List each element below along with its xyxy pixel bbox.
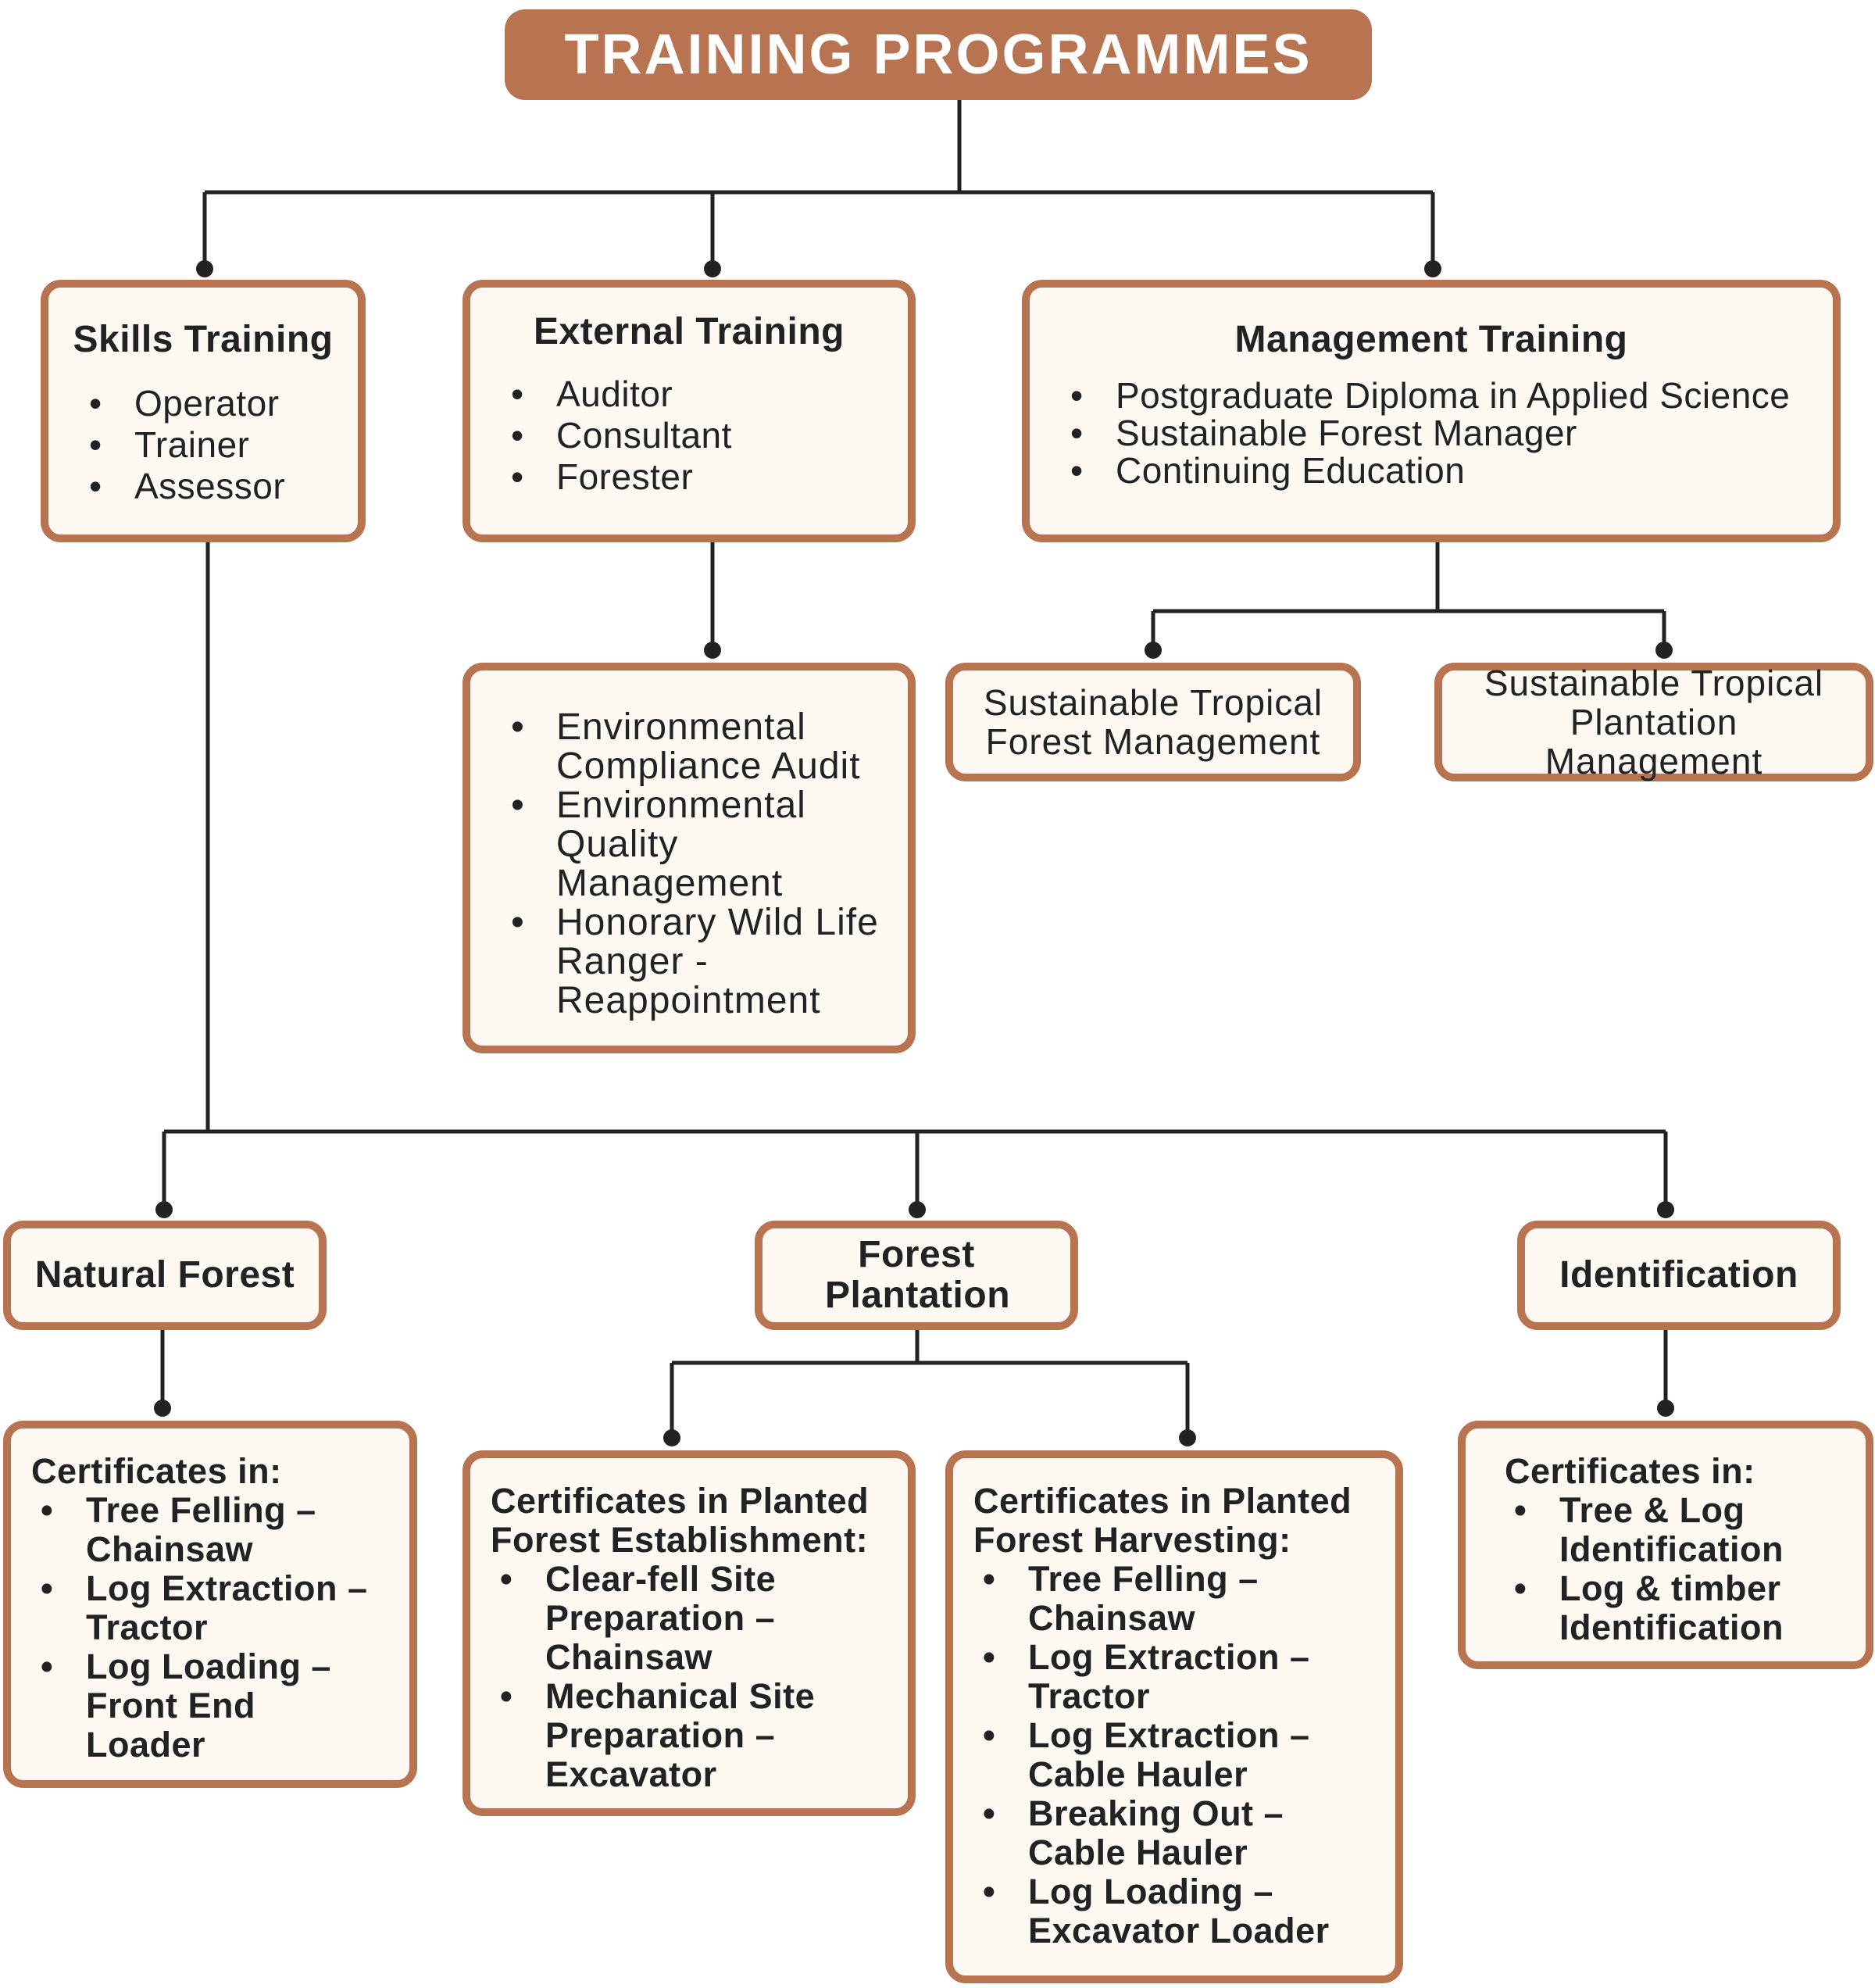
list-item: Consultant [502, 415, 732, 456]
list-item: Log Loading – Front End Loader [31, 1647, 383, 1765]
list-item: Trainer [80, 424, 285, 466]
connector-dot [663, 1429, 680, 1446]
connector-dot [1655, 642, 1673, 659]
identification-certificates-box: Certificates in: Tree & Log Identificati… [1458, 1421, 1873, 1669]
identification-title: Identification [1559, 1254, 1798, 1296]
connector-dot [909, 1201, 926, 1218]
list-item: Log Extraction – Cable Hauler [973, 1716, 1325, 1794]
list-item: Tree Felling – Chainsaw [31, 1491, 344, 1569]
diagram-title-text: TRAINING PROGRAMMES [564, 23, 1312, 86]
external-training-list: Auditor Consultant Forester [502, 374, 732, 498]
establishment-list: Clear-fell Site Preparation – Chainsaw M… [491, 1560, 897, 1794]
connector-dot [1657, 1201, 1674, 1218]
list-item: Log Extraction – Tractor [31, 1569, 383, 1647]
list-item: Breaking Out – Cable Hauler [973, 1794, 1325, 1872]
external-training-box: External Training Auditor Consultant For… [462, 280, 916, 542]
list-item: Tree & Log Identification [1505, 1491, 1841, 1569]
list-item: Mechanical Site Preparation – Excavator [491, 1677, 889, 1794]
sustainable-plantation-management-box: Sustainable Tropical Plantation Manageme… [1434, 663, 1873, 781]
list-item: Assessor [80, 466, 285, 507]
natural-forest-cert-list: Tree Felling – Chainsaw Log Extraction –… [31, 1491, 406, 1765]
natural-forest-box: Natural Forest [3, 1221, 327, 1330]
list-item: Sustainable Forest Manager [1061, 414, 1790, 452]
management-training-box: Management Training Postgraduate Diploma… [1022, 280, 1841, 542]
identification-box: Identification [1517, 1221, 1841, 1330]
list-item: Operator [80, 383, 285, 424]
connector-dot [196, 260, 213, 277]
list-item: Forester [502, 456, 732, 498]
connector-dot [1145, 642, 1162, 659]
forest-plantation-title: Forest Plantation [825, 1234, 1011, 1316]
management-training-title: Management Training [1234, 319, 1628, 360]
connector-dot [1179, 1429, 1196, 1446]
connector-dot [155, 1201, 173, 1218]
identification-cert-list: Tree & Log Identification Log & timber I… [1505, 1491, 1864, 1647]
list-item: Postgraduate Diploma in Applied Science [1061, 377, 1790, 414]
list-item: Tree Felling – Chainsaw [973, 1560, 1294, 1638]
planted-forest-establishment-box: Certificates in Planted Forest Establish… [462, 1450, 916, 1816]
natural-forest-title: Natural Forest [34, 1254, 295, 1296]
sustainable-forest-management-box: Sustainable Tropical Forest Management [945, 663, 1361, 781]
connector-dot [154, 1400, 171, 1417]
external-courses-list: Environmental Compliance Audit Environme… [502, 708, 892, 1021]
identification-cert-heading: Certificates in: [1505, 1451, 1755, 1491]
harvesting-list: Tree Felling – Chainsaw Log Extraction –… [973, 1560, 1395, 1950]
list-item: Honorary Wild Life Ranger - Reappointmen… [502, 903, 884, 1021]
natural-forest-cert-heading: Certificates in: [31, 1451, 282, 1491]
natural-forest-certificates-box: Certificates in: Tree Felling – Chainsaw… [3, 1421, 417, 1788]
list-item: Environmental Compliance Audit [502, 708, 892, 786]
connector-dot [1424, 260, 1441, 277]
list-item: Log & timber Identification [1505, 1569, 1841, 1647]
skills-training-box: Skills Training Operator Trainer Assesso… [41, 280, 366, 542]
list-item: Auditor [502, 374, 732, 415]
connector-dot [1657, 1400, 1674, 1417]
list-item: Log Loading – Excavator Loader [973, 1872, 1380, 1950]
list-item: Environmental Quality Management [502, 786, 805, 903]
list-item: Clear-fell Site Preparation – Chainsaw [491, 1560, 811, 1677]
forest-plantation-box: Forest Plantation [755, 1221, 1078, 1330]
diagram-title: TRAINING PROGRAMMES [505, 9, 1372, 100]
sustainable-forest-management-label: Sustainable Tropical Forest Management [983, 682, 1323, 762]
sustainable-plantation-management-label: Sustainable Tropical Plantation Manageme… [1484, 663, 1824, 781]
connector-dot [704, 260, 721, 277]
list-item: Log Extraction – Tractor [973, 1638, 1325, 1716]
management-training-list: Postgraduate Diploma in Applied Science … [1061, 377, 1790, 489]
skills-training-list: Operator Trainer Assessor [80, 383, 285, 507]
list-item: Continuing Education [1061, 452, 1790, 489]
external-courses-box: Environmental Compliance Audit Environme… [462, 663, 916, 1053]
establishment-heading: Certificates in Planted Forest Establish… [491, 1481, 870, 1560]
skills-training-title: Skills Training [73, 319, 334, 360]
connector-dot [704, 642, 721, 659]
planted-forest-harvesting-box: Certificates in Planted Forest Harvestin… [945, 1450, 1403, 1983]
external-training-title: External Training [534, 311, 845, 352]
harvesting-heading: Certificates in Planted Forest Harvestin… [973, 1481, 1352, 1560]
